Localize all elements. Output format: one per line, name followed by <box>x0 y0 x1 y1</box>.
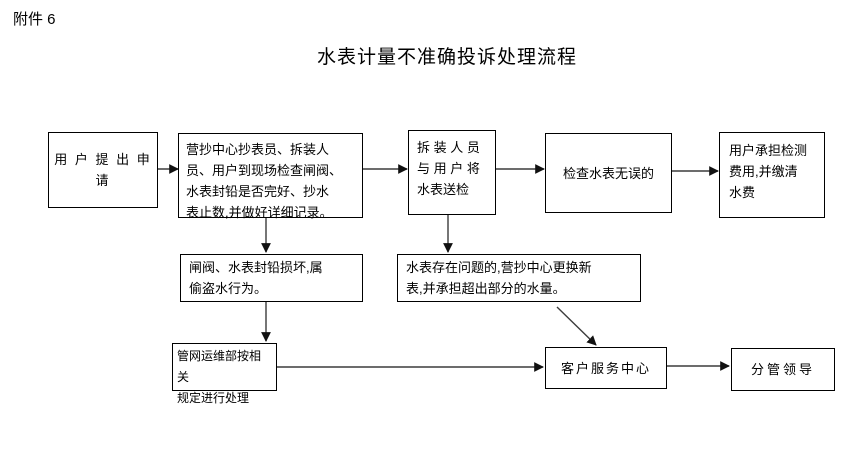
node-seal-damaged-theft: 闸阀、水表封铅损坏,属 偷盗水行为。 <box>180 254 363 302</box>
node-meter-verified-ok: 检查水表无误的 <box>545 133 672 213</box>
node-site-inspection: 营抄中心抄表员、拆装人 员、用户到现场检查闸阀、 水表封铅是否完好、抄水 表止数… <box>178 133 363 220</box>
node-customer-service-center: 客户服务中心 <box>545 347 667 389</box>
attachment-label: 附件 6 <box>13 11 56 28</box>
node-user-application: 用 户 提 出 申 请 <box>48 132 158 208</box>
node-meter-sent-for-testing: 拆 装 人 员 与 用 户 将 水表送检 <box>408 130 496 215</box>
node-pipeline-dept-handling: 管网运维部按相关 规定进行处理 <box>172 343 277 405</box>
node-user-pays-fee: 用户承担检测 费用,并缴清 水费 <box>719 132 825 218</box>
node-leader-in-charge: 分管领导 <box>731 348 835 391</box>
page-title: 水表计量不准确投诉处理流程 <box>317 47 578 68</box>
arrow-meter-problem-to-customer-service <box>556 306 597 346</box>
node-meter-problem-replace: 水表存在问题的,营抄中心更换新 表,并承担超出部分的水量。 <box>397 254 641 302</box>
